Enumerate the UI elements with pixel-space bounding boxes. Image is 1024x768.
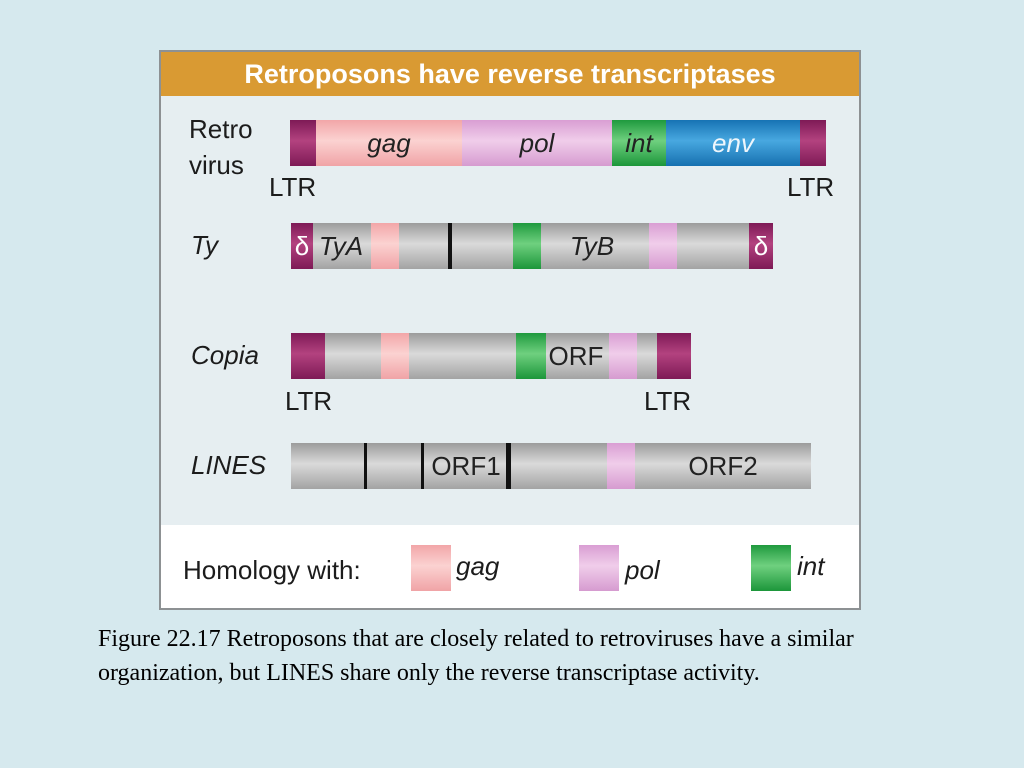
legend-gag-swatch	[411, 545, 451, 591]
retrovirus-pol-segment	[462, 120, 612, 166]
figure-title: Retroposons have reverse transcriptases	[161, 52, 859, 96]
ty-label: Ty	[191, 230, 218, 260]
legend-title: Homology with:	[183, 555, 361, 585]
lines-orf2-label: ORF2	[688, 451, 758, 481]
legend-pol-label: pol	[625, 555, 660, 585]
legend-gag-label: gag	[456, 551, 500, 581]
ty-bar: δ TyA TyB δ	[291, 223, 773, 269]
ty-delta-right-segment	[749, 223, 773, 269]
copia-ltr-left-segment	[291, 333, 325, 379]
ty-delta-left-label: δ	[294, 231, 310, 261]
copia-bar: ORF	[291, 333, 691, 379]
lines-label: LINES	[191, 450, 267, 480]
ty-delta-left-segment	[291, 223, 313, 269]
legend-int-label: int	[797, 551, 825, 581]
retrovirus-gag-label: gag	[367, 128, 411, 158]
retrovirus-ltr-right-label: LTR	[787, 172, 835, 202]
retrovirus-bar: gag pol int env	[290, 120, 826, 166]
retrovirus-ltr-right-segment	[800, 120, 826, 166]
lines-tick-3	[506, 443, 511, 489]
ty-gag-segment	[371, 223, 399, 269]
retrovirus-int-segment	[612, 120, 666, 166]
copia-gag-segment	[381, 333, 409, 379]
ty-int-segment	[513, 223, 541, 269]
retrovirus-env-label: env	[712, 128, 754, 158]
figure-panel: Retroposons have reverse transcriptases …	[159, 50, 861, 610]
lines-tick-1	[364, 443, 367, 489]
copia-pol-segment	[609, 333, 637, 379]
copia-ltr-right-label: LTR	[644, 386, 692, 416]
legend-pol-swatch	[579, 545, 619, 591]
ty-delta-right-label: δ	[753, 231, 769, 261]
retrovirus-pol-label: pol	[519, 128, 555, 158]
copia-ltr-right-segment	[657, 333, 691, 379]
ty-tyb-label: TyB	[569, 231, 615, 261]
copia-ltr-left-label: LTR	[285, 386, 333, 416]
retrovirus-label-line2: virus	[189, 150, 244, 180]
legend: Homology with: gag pol int	[161, 525, 859, 608]
retrovirus-gag-segment	[316, 120, 462, 166]
copia-label: Copia	[191, 340, 259, 370]
retrovirus-ltr-left-label: LTR	[269, 172, 317, 202]
lines-pol-segment	[607, 443, 635, 489]
retrovirus-int-label: int	[625, 128, 653, 158]
lines-bar: ORF1 ORF2	[291, 443, 811, 489]
legend-int-swatch	[751, 545, 791, 591]
ty-pol-segment	[649, 223, 677, 269]
figure-caption: Figure 22.17 Retroposons that are closel…	[98, 626, 854, 686]
retrovirus-env-segment	[666, 120, 800, 166]
retrovirus-label-line1: Retro	[189, 114, 253, 144]
ty-boundary-tick	[448, 223, 452, 269]
copia-orf-label: ORF	[548, 341, 604, 371]
lines-tick-2	[421, 443, 424, 489]
ty-tya-label: TyA	[318, 231, 364, 261]
copia-int-segment	[516, 333, 546, 379]
lines-orf1-label: ORF1	[431, 451, 501, 481]
retrovirus-ltr-left-segment	[290, 120, 316, 166]
